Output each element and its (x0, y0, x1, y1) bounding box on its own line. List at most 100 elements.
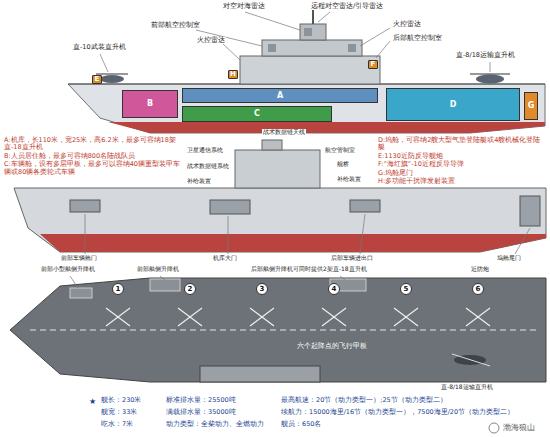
note-text: D:坞舱，可容纳2艘大型气垫登陆艇或4艘机械化登陆艇 (378, 137, 546, 152)
helicopter-rotor-marks (106, 308, 490, 326)
node-letter: 3 (260, 286, 265, 293)
hull-cutaway (68, 84, 545, 133)
callout-label: 后部舷侧升降机可同时提供2架直-18直升机 (250, 266, 368, 273)
leader-lines (85, 214, 530, 254)
landing-spot: 3 (256, 283, 268, 295)
radar-face (348, 44, 356, 52)
note-text: E:1130近防反导舰炮 (378, 153, 546, 160)
landing-spot: 1 (112, 283, 124, 295)
deck-centerline (30, 330, 540, 331)
compartment-band: G (524, 92, 538, 120)
note-column: A:机库，长110米，宽25米，高6.2米，最多可容纳18架直-18直升机B:人… (4, 137, 182, 177)
callout-label: 机库大门 (212, 255, 238, 262)
callout-label: 直-8/18运输直升机 (440, 384, 494, 391)
star-mark: ★ (88, 397, 97, 406)
callout-label: 后部车辆进出口 (330, 255, 374, 262)
node-letter: 5 (404, 286, 409, 293)
node-letter: E (95, 76, 100, 83)
helicopter-icon (452, 354, 490, 366)
spec-text: 舰长：230米 (100, 397, 142, 404)
note-text: C:车辆舱，设有多层甲板，最多可以容纳40辆重型装甲车辆或80辆各类轮式车辆 (4, 161, 182, 176)
spec-text: 标准排水量：25500吨 (165, 397, 237, 404)
helicopter-icon (470, 74, 510, 84)
spec-text: 最高航速：20节（动力类型一）;25节（动力类型二） (280, 397, 448, 404)
compartment-band: D (386, 88, 520, 121)
callout-label: 火控雷达 (392, 21, 422, 28)
node-letter: 2 (188, 286, 193, 293)
spec-text: 动力类型：全柴动力、全燃动力 (165, 421, 265, 428)
callout-label: 补给装置 (186, 178, 212, 185)
compartment-marker: H (228, 70, 238, 79)
callout-label: 航空管制室 (324, 147, 356, 154)
callout-label: 后部航空控制室 (392, 35, 443, 42)
watermark: 渤海狼山 (502, 423, 536, 432)
deck-label: 六个起降点的飞行甲板 (296, 343, 368, 350)
callout-label: 对空对海雷达 (222, 3, 266, 10)
landing-spot: 2 (184, 283, 196, 295)
leader-lines (70, 276, 345, 288)
landing-spot: 4 (328, 283, 340, 295)
node-letter: D (450, 101, 457, 109)
node-letter: B (147, 100, 153, 108)
node-letter: H (230, 71, 236, 78)
compartment-marker: F (368, 60, 378, 69)
spec-text: 续航力：15000海里/16节（动力类型一），7500海里/20节（动力类型二） (280, 409, 515, 416)
callout-label: 远程对空雷达/引导雷达 (310, 3, 384, 10)
note-text: H:多功能干扰弹发射装置 (378, 178, 546, 185)
leader-lines (100, 12, 490, 72)
node-letter: A (277, 92, 283, 100)
spec-text: 舰宽：33米 (100, 409, 138, 416)
leader-line (470, 366, 471, 383)
radar-mast (300, 24, 326, 40)
callout-label: 战术数据链天线 (262, 129, 306, 136)
island (240, 56, 380, 84)
compartment-marker: E (92, 75, 102, 84)
note-text: B:人员居住舱，最多可容纳800名陆战队员 (4, 153, 182, 160)
callout-label: 直-10武装直升机 (72, 44, 127, 51)
flight-deck-plan (10, 278, 546, 382)
note-text: A:机库，长110米，宽25米，高6.2米，最多可容纳18架直-18直升机 (4, 137, 182, 152)
note-text: F:“海红旗”-10近程反导导弹 (378, 161, 546, 168)
callout-label: 前部航空控制室 (150, 22, 201, 29)
hull-openings (70, 196, 540, 226)
compartment-band: C (182, 106, 332, 122)
compartment-band: B (122, 90, 178, 118)
hull-profile (14, 188, 546, 252)
island-upper (262, 40, 362, 56)
mast-profile (262, 140, 282, 150)
landing-spot: 5 (400, 283, 412, 295)
node-letter: 1 (116, 286, 121, 293)
callout-label: 前部小型舷侧升降机 (40, 266, 96, 273)
callout-label: 卫星通信系统 (186, 147, 224, 154)
callout-label: 前部舷侧升降机 (136, 266, 180, 273)
note-column: D:坞舱，可容纳2艘大型气垫登陆艇或4艘机械化登陆艇E:1130近防反导舰炮F:… (378, 137, 546, 187)
hull-red-bottom (108, 122, 545, 133)
radar-face (304, 28, 312, 36)
watermark-icon (489, 423, 499, 433)
spec-text: 满载排水量：35000吨 (165, 409, 237, 416)
compartment-band: A (182, 88, 378, 103)
callout-label: 直-8/18运输直升机 (455, 52, 516, 59)
radar-face (268, 44, 276, 52)
callout-label: 火控雷达 (196, 37, 226, 44)
node-letter: F (371, 61, 376, 68)
callout-label: 近防炮 (470, 266, 490, 273)
hull-red-bottom (40, 234, 546, 252)
deck-elevators (70, 279, 366, 298)
island-plan (200, 366, 320, 382)
node-letter: 6 (476, 286, 481, 293)
island-profile (235, 150, 320, 188)
callout-label: 坞舱尾门 (496, 255, 522, 262)
note-text: G:坞舱尾门 (378, 170, 546, 177)
node-letter: 4 (332, 286, 337, 293)
callout-label: 补给装置 (336, 176, 362, 183)
spec-text: 吃水：7米 (100, 421, 134, 428)
spec-text: 舰员：650名 (280, 421, 322, 428)
landing-spot: 6 (472, 283, 484, 295)
callout-label: 战术数据链系统 (186, 163, 230, 170)
node-letter: C (254, 110, 260, 118)
callout-label: 舰桥 (336, 161, 350, 168)
